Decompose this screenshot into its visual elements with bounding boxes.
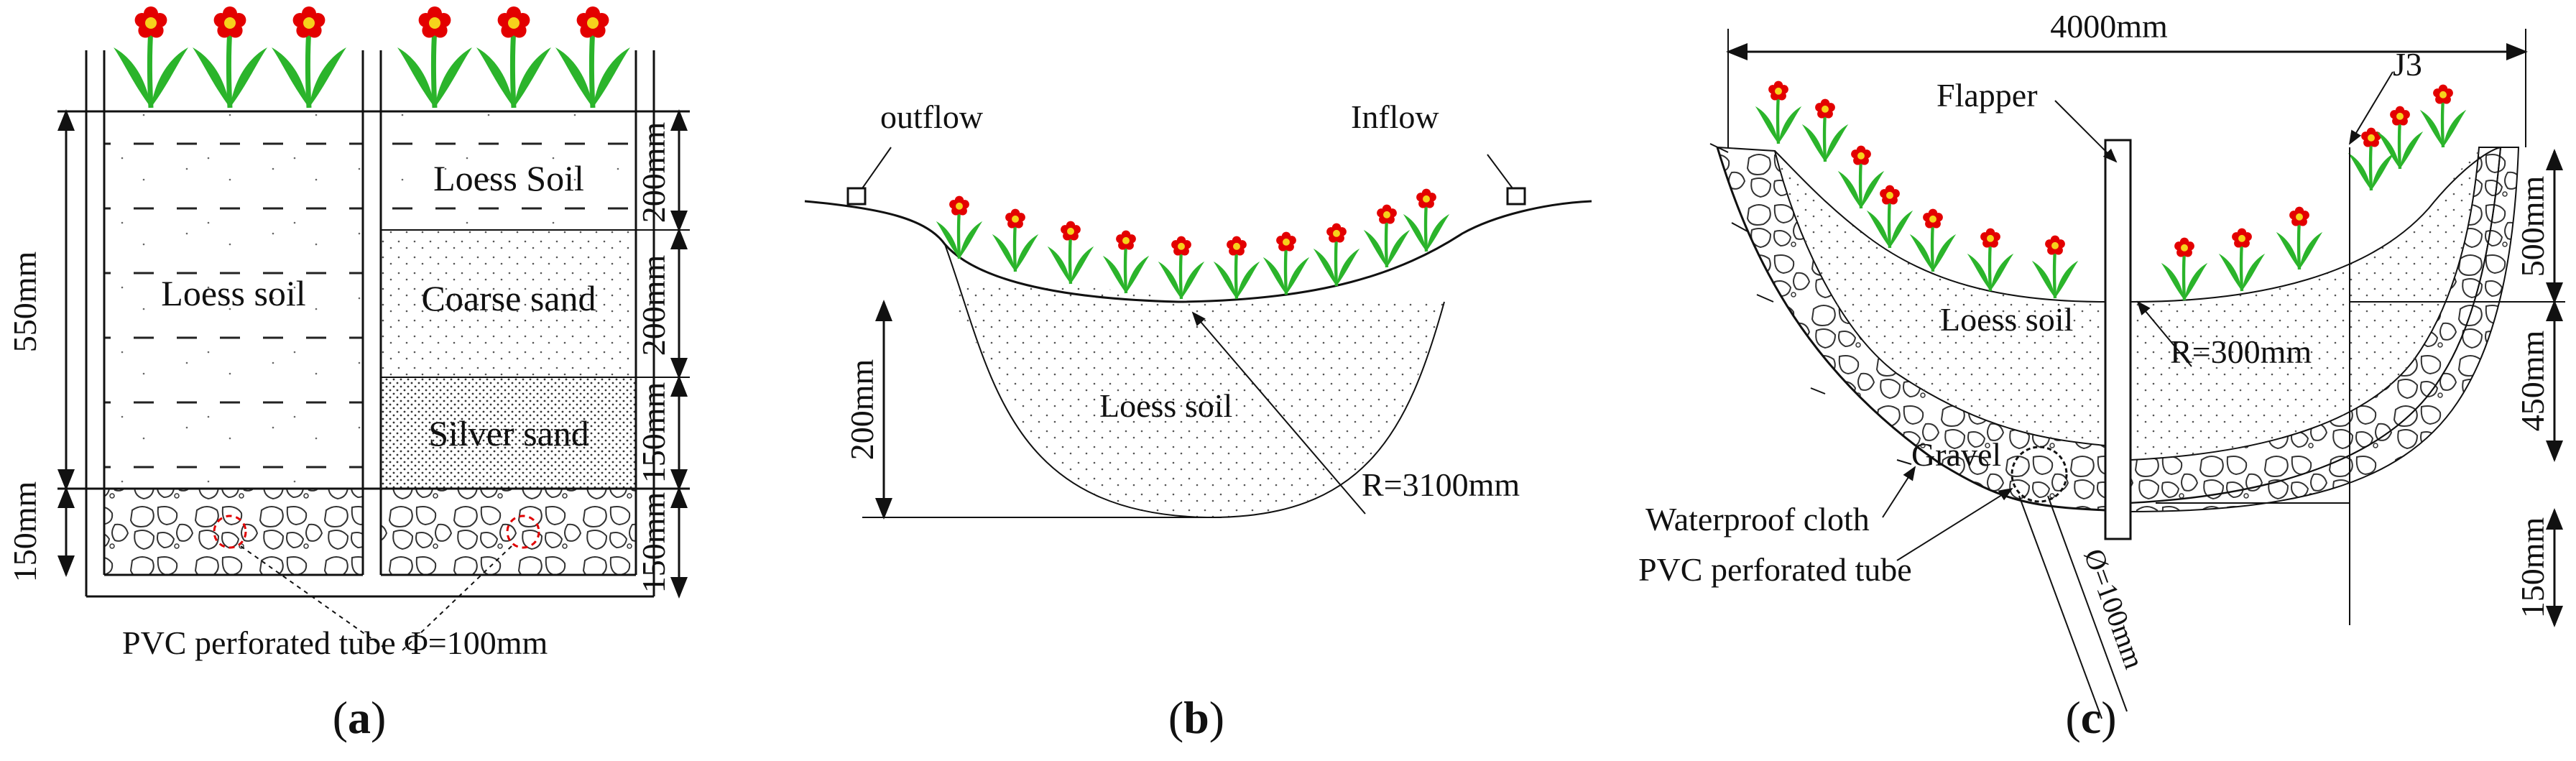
outflow-box-icon: [846, 187, 867, 206]
label-j3: J3: [2393, 46, 2422, 83]
caption-b: (b): [1168, 692, 1224, 743]
flower-icon: [1755, 81, 1801, 144]
label-loess-soil-right: Loess Soil: [433, 158, 584, 198]
label-loess-soil-c: Loess soil: [1940, 301, 2073, 338]
loess-soil-fill-c-left: [1775, 151, 2105, 446]
label-loess-soil-b: Loess soil: [1099, 387, 1232, 424]
label-radius-b: R=3100mm: [1362, 466, 1520, 503]
flower-icon: [1802, 99, 1848, 162]
flower-icon: [992, 209, 1038, 272]
pvc-pipe-icon: [506, 515, 540, 549]
ground-surface: [804, 200, 1592, 303]
inflow-box-icon: [1506, 187, 1526, 206]
dim-right-3: 150mm: [635, 382, 672, 484]
pvc-pipe-icon: [213, 515, 247, 549]
panel-c: 4000mm Ø=100mm: [1638, 8, 2565, 743]
caption-a: (a): [333, 692, 387, 743]
flower-icon: [272, 6, 346, 108]
flower-icon: [2219, 229, 2265, 291]
dim-c-width: 4000mm: [2050, 8, 2168, 45]
flower-icon: [2377, 106, 2423, 169]
dim-b-depth: 200mm: [844, 359, 880, 461]
dim-right-4: 150mm: [635, 492, 672, 594]
flower-icon: [1263, 232, 1309, 295]
flower-icon: [1048, 221, 1094, 284]
flapper: [2104, 139, 2132, 540]
gravel-fill-left: [104, 489, 363, 575]
flower-icon: [193, 6, 267, 108]
label-outflow: outflow: [880, 98, 984, 135]
flower-icon: [2420, 85, 2466, 147]
label-silver-sand: Silver sand: [428, 413, 589, 453]
label-gravel: Gravel: [1911, 436, 2001, 473]
label-inflow: Inflow: [1351, 98, 1439, 135]
label-pvc-tube-c: PVC perforated tube: [1638, 551, 1912, 588]
dim-c-150: 150mm: [2514, 517, 2551, 619]
dim-c-500: 500mm: [2514, 176, 2551, 277]
flower-icon: [1867, 185, 1913, 248]
loess-soil-fill-b: [945, 284, 1444, 518]
dim-left-top: 550mm: [6, 252, 43, 353]
flower-icon: [114, 6, 188, 108]
label-loess-soil-left: Loess soil: [161, 273, 305, 313]
loess-soil-fill-left: [104, 111, 363, 489]
flower-icon: [1403, 189, 1449, 252]
loess-soil-fill-right: [381, 111, 636, 230]
coarse-sand-fill: [381, 230, 636, 377]
flower-icon: [397, 6, 472, 108]
label-waterproof-cloth: Waterproof cloth: [1645, 501, 1870, 538]
loess-soil-fill-c-right: [2130, 147, 2479, 460]
dim-right-1: 200mm: [635, 122, 672, 223]
caption-c: (c): [2065, 692, 2116, 743]
flower-icon: [2348, 128, 2394, 190]
pvc-tube-icon: [2011, 446, 2068, 503]
label-flapper: Flapper: [1936, 77, 2038, 114]
surface-left: [1774, 150, 2106, 303]
flower-icon: [1314, 223, 1359, 286]
label-coarse-sand: Coarse sand: [422, 278, 596, 318]
flower-icon: [476, 6, 551, 108]
flower-icon: [555, 6, 630, 108]
flower-icon: [936, 196, 982, 259]
panel-b: 200mm outflow Inflow Loess soil R=3100mm…: [804, 98, 1592, 743]
flower-icon: [1910, 209, 1956, 272]
dim-left-bottom: 150mm: [6, 481, 43, 583]
flower-icon: [1364, 205, 1410, 267]
flower-icon: [1214, 236, 1260, 299]
waterproof-cloth-line: [1716, 147, 2106, 512]
label-pvc-tube: PVC perforated tube Φ=100mm: [122, 624, 548, 661]
dim-c-450: 450mm: [2514, 331, 2551, 432]
silver-sand-fill: [381, 377, 636, 489]
flower-icon: [1838, 146, 1884, 208]
gravel-fill-right: [381, 489, 636, 575]
dim-right-2: 200mm: [635, 255, 672, 356]
flower-icon: [2161, 238, 2207, 300]
flower-icon: [2032, 236, 2078, 298]
label-radius-c: R=300mm: [2170, 333, 2312, 370]
panel-a: 550mm 150mm 200mm 200mm 150mm 150mm Loes…: [6, 6, 690, 743]
flower-icon: [1158, 236, 1204, 299]
flower-icon: [2276, 207, 2322, 269]
surface-right: [2130, 147, 2501, 303]
flower-icon: [1967, 229, 2013, 291]
flower-icon: [1103, 231, 1149, 293]
